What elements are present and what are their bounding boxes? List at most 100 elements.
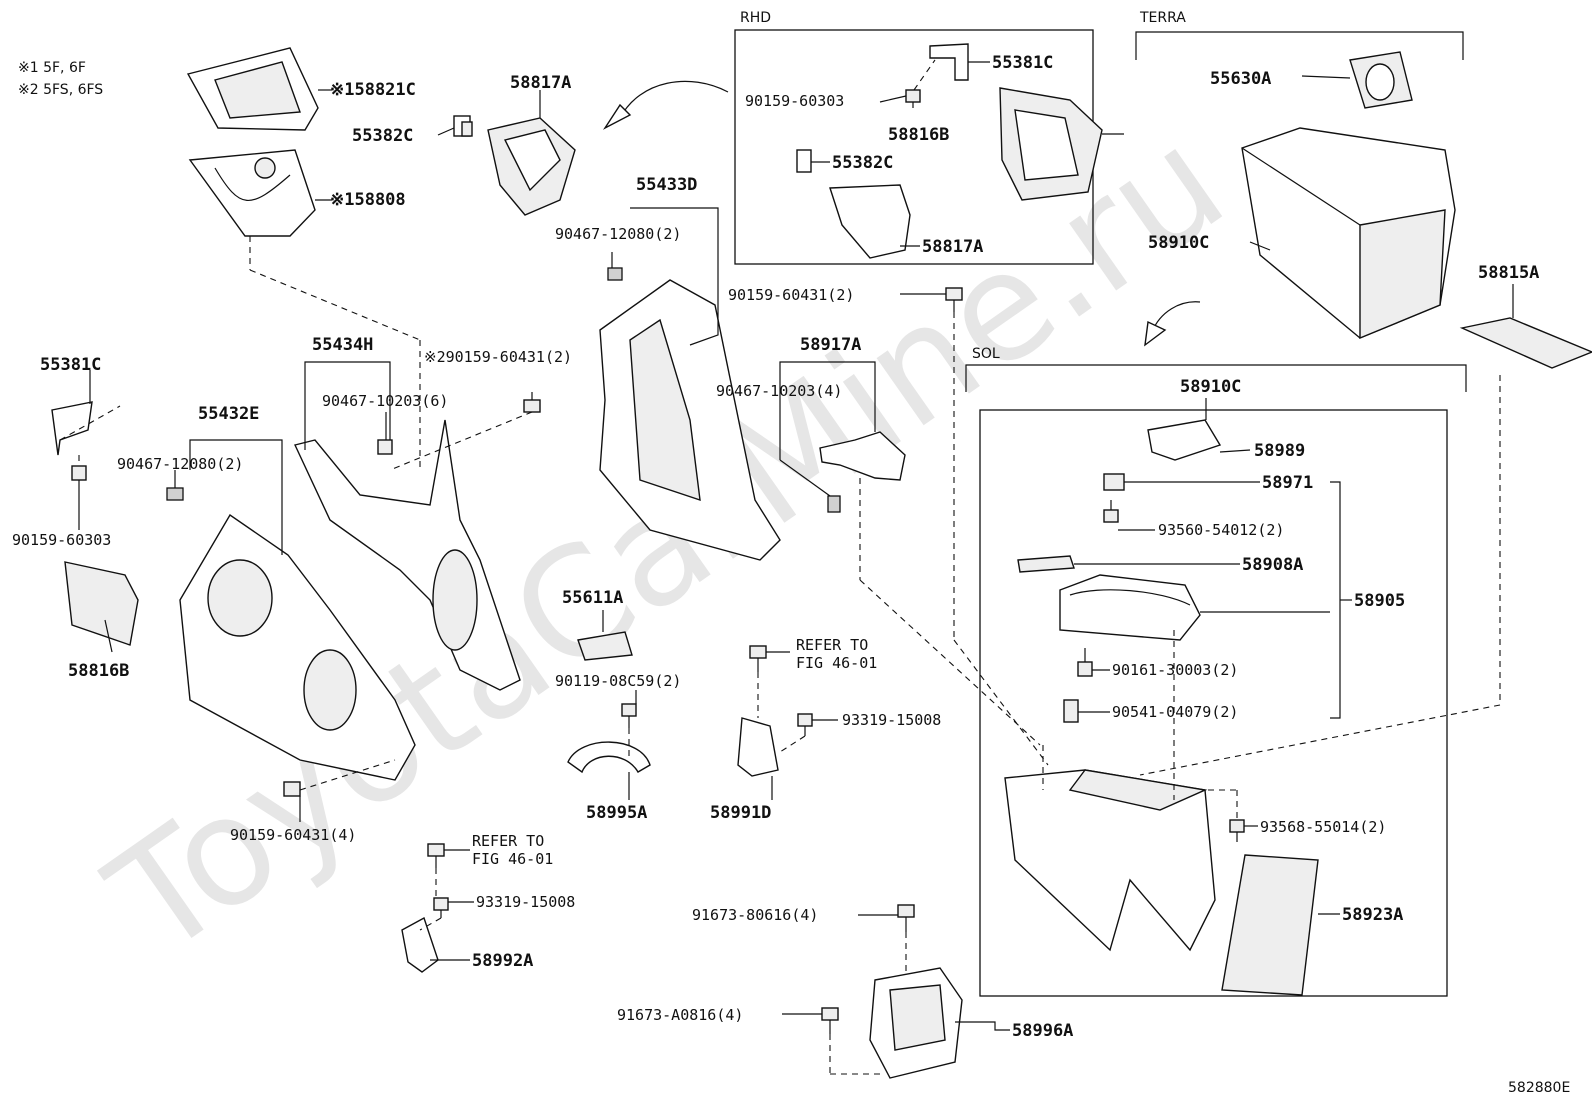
arrow-curve-rhd (619, 80, 729, 119)
label-55382C-top: 55382C (352, 126, 413, 146)
label-55434H: 55434H (312, 335, 373, 355)
label-93319-15008-a: 93319-15008 (842, 711, 941, 729)
part-55382C-clip (453, 115, 473, 137)
label-58908A: 58908A (1242, 555, 1303, 575)
legend-note-1: ※1 5F, 6F (18, 60, 86, 76)
part-90541-04079 (1063, 699, 1079, 723)
part-93319-15008-b (433, 897, 449, 918)
arrow-head-rhd (602, 103, 632, 130)
label-90467-10203-6: 90467-10203(6) (322, 392, 448, 410)
label-58816B-left: 58816B (68, 661, 129, 681)
part-58908A (1017, 555, 1075, 573)
label-58917A: 58917A (800, 335, 861, 355)
label-58971: 58971 (1262, 473, 1313, 493)
label-93319-15008-b: 93319-15008 (476, 893, 575, 911)
label-58910C-sol: 58910C (1180, 377, 1241, 397)
label-refer-1b: FIG 46-01 (796, 654, 877, 672)
sol-58910C-frame (979, 409, 1448, 997)
part-55432E-panel (166, 487, 416, 781)
label-90159-60431-4: 90159-60431(4) (230, 826, 356, 844)
label-58992A: 58992A (472, 951, 533, 971)
label-90467-12080-a: 90467-12080(2) (555, 225, 681, 243)
label-55432E: 55432E (198, 404, 259, 424)
label-rhd-55382C: 55382C (832, 153, 893, 173)
label-58910C-terra: 58910C (1148, 233, 1209, 253)
part-93319-15008-a (797, 713, 813, 736)
label-90467-12080-b: 90467-12080(2) (117, 455, 243, 473)
part-91673-80616 (897, 904, 915, 932)
part-58910C-sol-console (1004, 769, 1216, 952)
label-55611A: 55611A (562, 588, 623, 608)
terra-bracket (1135, 31, 1464, 60)
label-93568-55014: 93568-55014(2) (1260, 818, 1386, 836)
legend: ※1 5F, 6F ※2 5FS, 6FS (18, 60, 103, 98)
part-58992A (401, 916, 439, 973)
label-91673-80616: 91673-80616(4) (692, 906, 818, 924)
part-58910C-terra (1241, 127, 1456, 340)
label-158808: ※158808 (330, 190, 406, 210)
part-158808-boot (188, 149, 316, 237)
label-58991D: 58991D (710, 803, 771, 823)
label-refer-1a: REFER TO (796, 636, 868, 654)
section-terra: TERRA (1135, 10, 1464, 60)
label-90467-10203-4: 90467-10203(4) (716, 382, 842, 400)
label-58989: 58989 (1254, 441, 1305, 461)
part-55434H-panel (294, 419, 521, 691)
part-93568-55014 (1229, 819, 1245, 842)
label-star2-90159-60431-2: ※290159-60431(2) (424, 348, 572, 366)
part-58971 (1103, 473, 1125, 491)
label-58815A: 58815A (1478, 263, 1539, 283)
label-55381C-left: 55381C (40, 355, 101, 375)
part-55630A (1349, 51, 1413, 109)
arrow-head-terra (1144, 320, 1167, 347)
label-58905: 58905 (1354, 591, 1405, 611)
part-158821C-bezel (186, 47, 319, 131)
part-90119-08C59 (621, 703, 637, 728)
part-58996A (869, 967, 963, 1079)
label-90541-04079: 90541-04079(2) (1112, 703, 1238, 721)
part-91673-A0816 (821, 1007, 839, 1034)
sol-bracket (965, 364, 1467, 392)
leader-lines (59, 59, 1514, 1075)
label-90161-30003: 90161-30003(2) (1112, 661, 1238, 679)
part-90159-60431-4 (283, 781, 301, 797)
part-rhd-90159-60303 (905, 89, 921, 108)
label-58995A: 58995A (586, 803, 647, 823)
part-refer-bolt-2 (427, 843, 445, 868)
part-labels: ※158821C ※158808 58817A 55382C 55433D 90… (12, 53, 1570, 1096)
part-rhd-55382C (796, 149, 812, 173)
label-figure-code: 582880E (1508, 1080, 1570, 1096)
part-58905-armrest (1059, 574, 1201, 641)
part-90159-60303-left (71, 465, 87, 490)
part-rhd-58817A (829, 184, 911, 259)
label-refer-2b: FIG 46-01 (472, 850, 553, 868)
part-58917A-bracket (819, 431, 906, 513)
part-55611A (577, 631, 633, 661)
part-refer-bolt-1 (749, 645, 767, 672)
label-55630A: 55630A (1210, 69, 1271, 89)
legend-note-2: ※2 5FS, 6FS (18, 82, 103, 98)
rhd-title: RHD (740, 10, 771, 26)
label-rhd-58816B: 58816B (888, 125, 949, 145)
part-55433D-panel (599, 267, 781, 561)
part-rhd-55381C (929, 43, 969, 81)
part-90161-30003 (1077, 648, 1093, 677)
label-rhd-55381C: 55381C (992, 53, 1053, 73)
label-58996A: 58996A (1012, 1021, 1073, 1041)
label-58923A: 58923A (1342, 905, 1403, 925)
label-90119-08C59: 90119-08C59(2) (555, 672, 681, 690)
terra-title: TERRA (1139, 10, 1186, 26)
part-58991D (737, 717, 779, 777)
label-93560-54012: 93560-54012(2) (1158, 521, 1284, 539)
part-93560-54012 (1103, 500, 1119, 523)
label-91673-A0816: 91673-A0816(4) (617, 1006, 743, 1024)
label-58817A-top: 58817A (510, 73, 571, 93)
label-rhd-58817A: 58817A (922, 237, 983, 257)
part-58923A (1221, 854, 1319, 996)
part-58816B-left (64, 561, 139, 646)
label-90159-60431-2: 90159-60431(2) (728, 286, 854, 304)
part-55381C-left (51, 401, 93, 456)
part-58995A (567, 741, 651, 774)
